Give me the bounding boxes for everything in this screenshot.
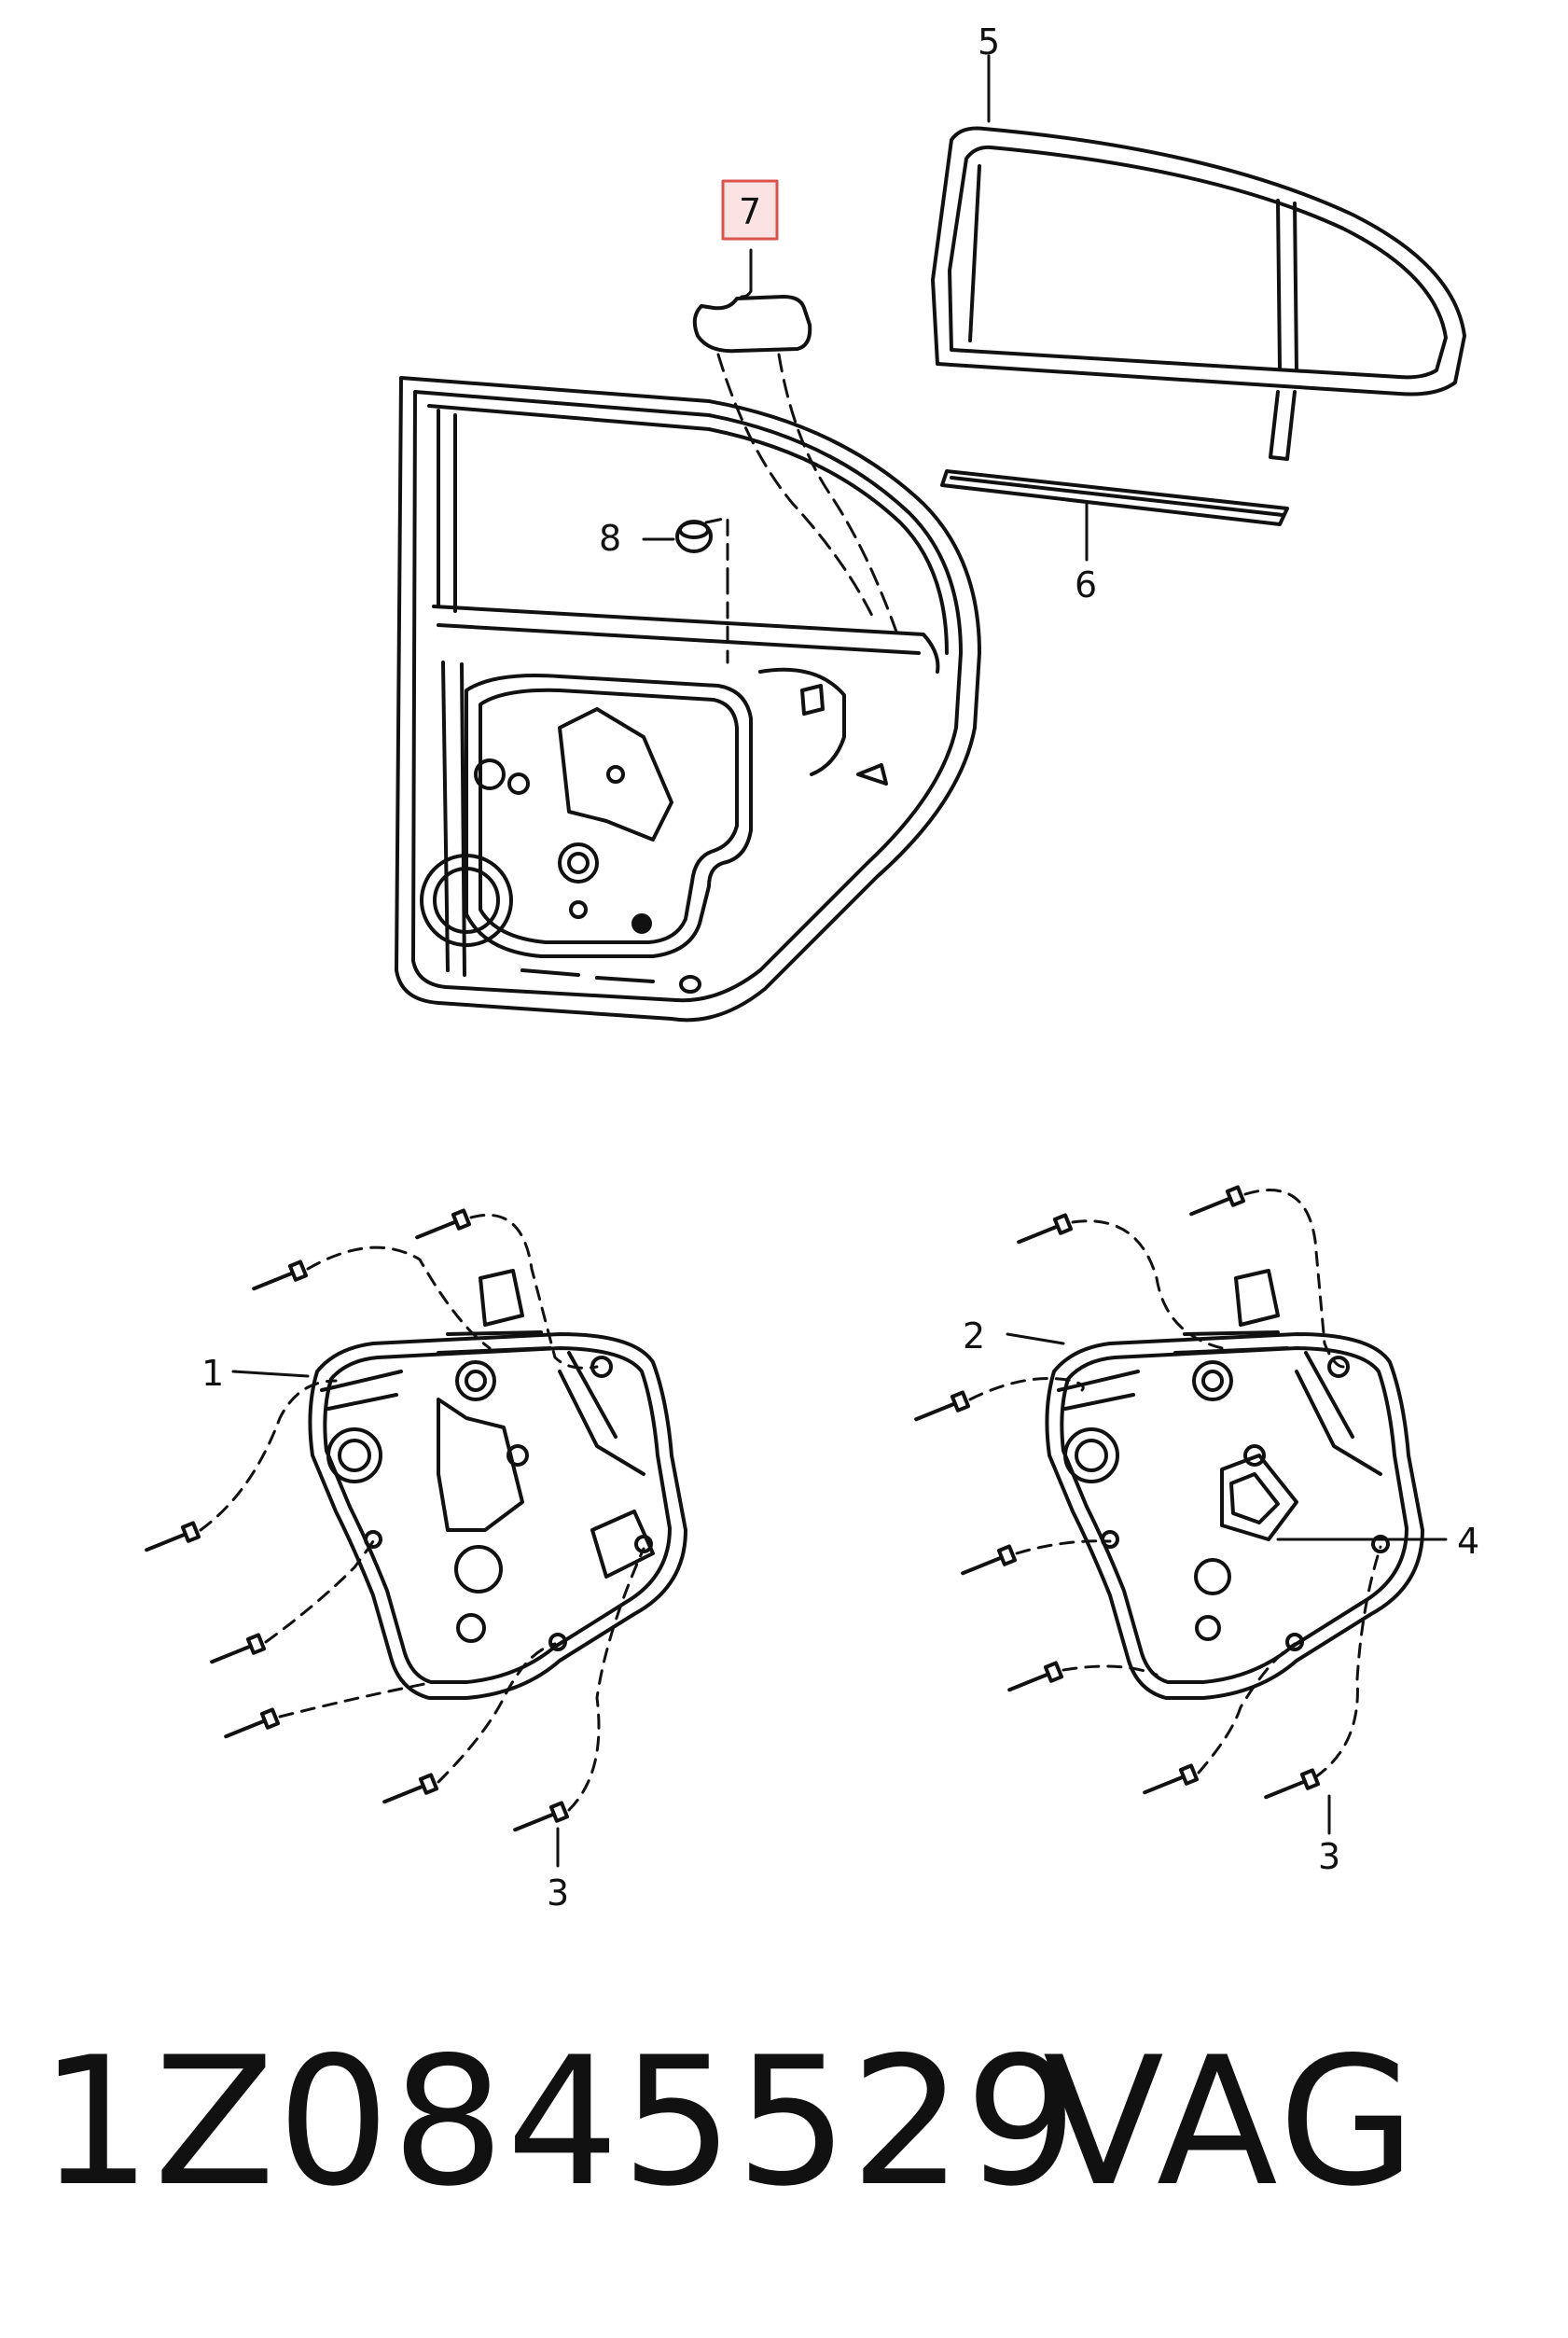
callout-4: 4	[1457, 1521, 1479, 1562]
window-regulator-2	[1045, 1269, 1424, 1700]
plug-8	[642, 516, 729, 664]
rivets-right	[914, 1185, 1321, 1800]
window-frame-seal-5	[931, 126, 1466, 461]
window-regulator-1	[308, 1269, 687, 1700]
callout-7-highlight-box	[721, 179, 779, 241]
callout-6: 6	[1075, 564, 1097, 605]
brand-name: VAG	[1043, 2019, 1420, 2225]
callout-2: 2	[963, 1315, 985, 1357]
window-strip-6	[940, 469, 1289, 562]
rivet-leader-lines-left	[199, 1213, 645, 1812]
callout-7: 7	[739, 191, 761, 232]
rear-door-shell	[395, 376, 981, 1023]
callout-1: 1	[201, 1353, 224, 1394]
rivet-leader-lines-right	[968, 1189, 1382, 1779]
callout-5: 5	[978, 21, 1000, 63]
callout-3-left: 3	[547, 1872, 569, 1914]
callout-3-right: 3	[1318, 1836, 1340, 1877]
rivets-left	[145, 1208, 570, 1832]
part-number: 1Z0845529	[39, 2019, 1080, 2225]
callout-8: 8	[599, 518, 621, 559]
callout-leaders	[231, 54, 1448, 1868]
